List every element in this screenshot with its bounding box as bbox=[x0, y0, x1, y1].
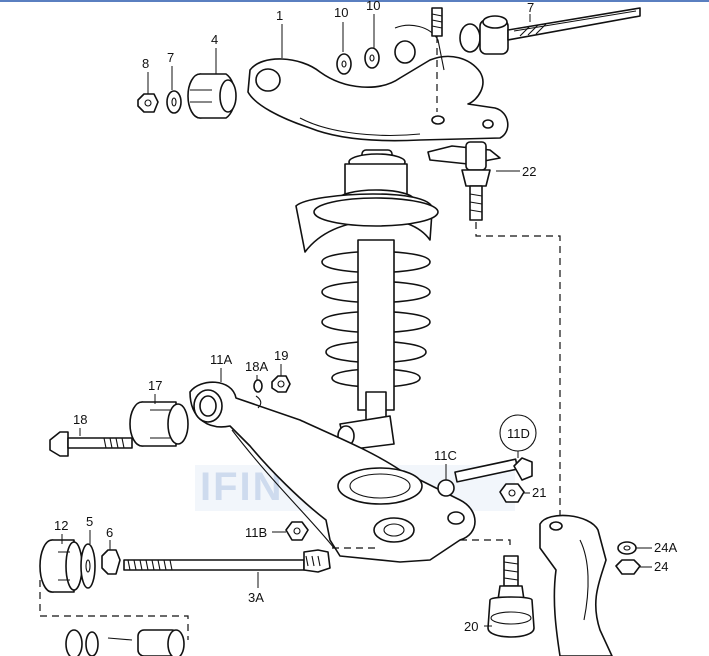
callout-20: 20 bbox=[464, 619, 478, 634]
top-border bbox=[0, 0, 709, 2]
bolt-11C bbox=[437, 457, 533, 497]
callout-11A: 11A bbox=[210, 352, 232, 367]
callout-17: 17 bbox=[148, 378, 162, 393]
bushing-12 bbox=[39, 539, 83, 593]
tie-rod-bushing bbox=[459, 7, 641, 55]
nut-24 bbox=[615, 559, 641, 575]
callout-19: 19 bbox=[274, 348, 288, 363]
callout-12: 12 bbox=[54, 518, 68, 533]
bushing-17 bbox=[129, 401, 189, 447]
upper-control-arm bbox=[247, 24, 509, 142]
nut-6 bbox=[101, 549, 121, 575]
callout-3A: 3A bbox=[248, 590, 264, 605]
callout-6: 6 bbox=[106, 525, 113, 540]
callout-24: 24 bbox=[654, 559, 668, 574]
clip-18A bbox=[253, 379, 263, 409]
nut-21 bbox=[499, 483, 525, 503]
callout-24A: 24A bbox=[654, 540, 677, 555]
callout-11B: 11B bbox=[245, 525, 267, 540]
nut-19 bbox=[271, 375, 291, 393]
steering-knuckle bbox=[539, 514, 613, 656]
nut-11B bbox=[285, 521, 309, 541]
bottom-bushing-set bbox=[65, 629, 185, 656]
upper-ball-joint-22 bbox=[427, 141, 561, 520]
spring-strut-assembly bbox=[295, 149, 439, 451]
callout-8: 8 bbox=[142, 56, 149, 71]
washer-10-right bbox=[364, 47, 380, 69]
washer-5 bbox=[80, 543, 96, 589]
callout-4: 4 bbox=[211, 32, 218, 47]
lower-ball-joint-20 bbox=[487, 555, 535, 638]
nut-8 bbox=[137, 93, 159, 113]
callout-7: 7 bbox=[167, 50, 174, 65]
callout-10-right: 10 bbox=[366, 0, 380, 13]
callout-11D: 11D bbox=[507, 426, 530, 441]
callout-21: 21 bbox=[532, 485, 546, 500]
callout-18: 18 bbox=[73, 412, 87, 427]
callout-18A: 18A bbox=[245, 359, 268, 374]
callout-1: 1 bbox=[276, 8, 283, 23]
upper-bolt bbox=[431, 7, 443, 112]
leader-lines bbox=[61, 14, 652, 627]
callout-7-top: 7 bbox=[527, 0, 534, 15]
washer-24A bbox=[617, 541, 637, 555]
callout-5: 5 bbox=[86, 514, 93, 529]
bolt-18 bbox=[49, 431, 133, 457]
callout-11C: 11C bbox=[434, 448, 457, 463]
long-bolt-3A bbox=[123, 549, 331, 588]
callout-22: 22 bbox=[522, 164, 536, 179]
callout-10-left: 10 bbox=[334, 5, 348, 20]
washer-7 bbox=[166, 90, 182, 114]
watermark-text: IFIN bbox=[200, 465, 284, 509]
lower-control-arm bbox=[189, 381, 476, 563]
washer-10-left bbox=[336, 53, 352, 75]
bushing-4 bbox=[187, 73, 237, 119]
